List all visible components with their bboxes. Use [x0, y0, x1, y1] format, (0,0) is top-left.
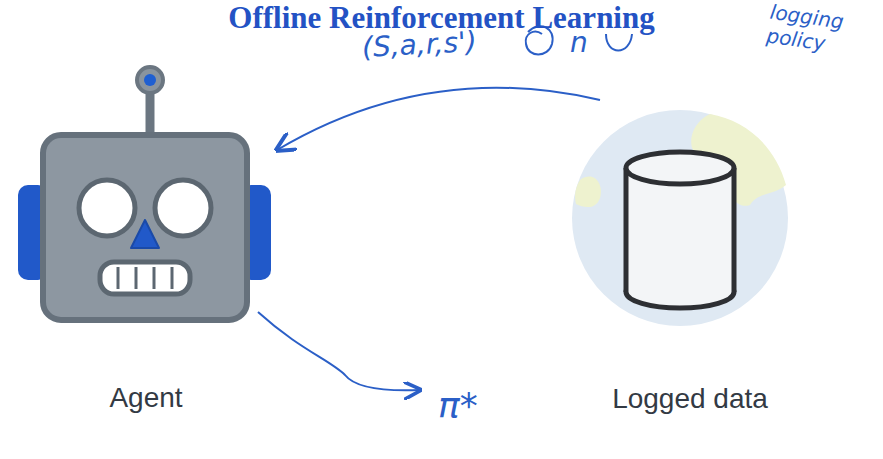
icon [560, 100, 820, 430]
handwritten-note: n [570, 26, 588, 60]
scribble [606, 34, 632, 51]
agent-robot: Agent [15, 60, 277, 430]
node-label: Logged data [560, 383, 820, 415]
handwritten-note: logging policy [765, 0, 866, 60]
icon [15, 60, 277, 430]
handwritten-note: (S,a,r,s') [361, 25, 477, 65]
logged-data-globe: Logged data [560, 100, 820, 430]
output-arrow [258, 312, 420, 390]
handwritten-note: π* [438, 384, 478, 427]
data-flow-arrow [277, 88, 600, 150]
node-label: Agent [15, 382, 277, 414]
